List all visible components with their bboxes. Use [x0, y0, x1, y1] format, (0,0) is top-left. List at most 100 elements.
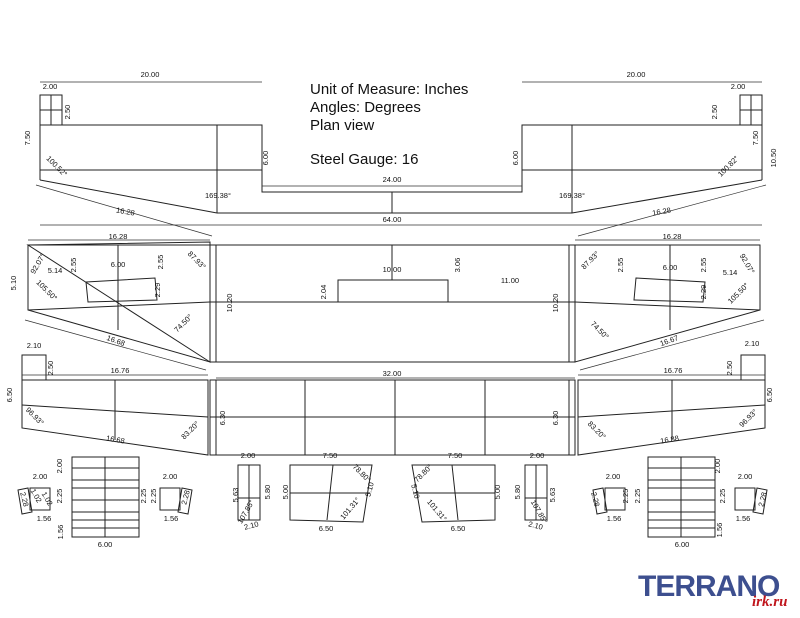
- dimension-label: 10.20: [551, 294, 560, 313]
- dimension-label: 20.00: [627, 70, 646, 79]
- dimension-label: 1.56: [607, 514, 622, 523]
- dimension-label: 83.20°: [179, 419, 201, 441]
- dimension-label: 6.00: [261, 151, 270, 166]
- dimension-label: 92.07°: [28, 252, 47, 275]
- dimension-label: 96.93°: [737, 407, 759, 429]
- dimension-label: 2.28: [756, 491, 768, 507]
- dimension-label: 2.25: [55, 489, 64, 504]
- dimension-label: 2.28: [18, 491, 30, 507]
- dimension-label: 78.80°: [412, 462, 434, 484]
- dimension-label: 16.28: [115, 205, 135, 217]
- dimension-label: 2.10: [243, 519, 259, 531]
- dimension-label: 2.28: [179, 489, 191, 505]
- dimension-label: 1.56: [56, 525, 65, 540]
- dimension-label: 2.55: [616, 258, 625, 273]
- dimension-label: 2.25: [621, 489, 630, 504]
- lower-panel: [21, 354, 766, 456]
- dimension-label: 2.00: [731, 82, 746, 91]
- dimension-label: 10.20: [225, 294, 234, 313]
- dimension-label: 2.50: [46, 361, 55, 376]
- dimension-label: 2.00: [606, 472, 621, 481]
- dimension-label: 2.00: [33, 472, 48, 481]
- dimension-label: 7.50: [23, 131, 32, 146]
- dimension-label: 2.00: [163, 472, 178, 481]
- logo-brand: TERRANO: [638, 570, 780, 603]
- dimension-label: 6.00: [98, 540, 113, 549]
- dimension-label: 96.93°: [24, 405, 46, 427]
- dimension-label: 87.93°: [579, 249, 601, 271]
- dimension-label: 101.31°: [338, 496, 362, 522]
- dimension-label: 16.28: [663, 232, 682, 241]
- dimension-label: 2.00: [530, 451, 545, 460]
- dimension-label: 2.25: [633, 489, 642, 504]
- dimension-label: 105.50°: [726, 281, 751, 306]
- dimension-label: 64.00: [383, 215, 402, 224]
- dimension-label: 6.50: [5, 388, 14, 403]
- dimension-label: 6.00: [511, 151, 520, 166]
- dimension-label: 2.10: [527, 519, 543, 531]
- dimension-label: 24.00: [383, 175, 402, 184]
- dimension-labels: 20.00 2.00 2.50 7.50 6.00 100.52° 169.38° 16.28…: [5, 70, 778, 549]
- dimension-label: 6.00: [675, 540, 690, 549]
- dimension-label: 6.30: [551, 411, 560, 426]
- dimension-label: 169.38°: [205, 191, 231, 200]
- dimension-label: 20.00: [141, 70, 160, 79]
- dimension-label: 16.76: [111, 366, 130, 375]
- dimension-label: 16.68: [105, 333, 126, 348]
- dimension-label: 2.00: [713, 459, 722, 474]
- dimension-label: 5.14: [48, 266, 63, 275]
- dimension-label: 5.80: [513, 485, 522, 500]
- dimension-label: 2.25: [139, 489, 148, 504]
- dimension-label: 16.68: [105, 433, 125, 445]
- dimension-label: 2.04: [319, 285, 328, 300]
- dimension-label: 87.93°: [186, 249, 208, 271]
- dimension-label: 5.10: [9, 276, 18, 291]
- dimension-label: 5.00: [493, 485, 502, 500]
- dimension-label: 74.50°: [589, 319, 611, 341]
- dimension-label: 2.55: [69, 258, 78, 273]
- dimension-label: 6.00: [111, 260, 126, 269]
- dimension-label: 2.50: [63, 105, 72, 120]
- top-panel: [35, 81, 767, 237]
- dimension-label: 2.00: [738, 472, 753, 481]
- dimension-label: 1.56: [164, 514, 179, 523]
- dimension-label: 10.00: [383, 265, 402, 274]
- dimension-label: 5.80: [263, 485, 272, 500]
- dimension-label: 16.28: [109, 232, 128, 241]
- dimension-label: 7.50: [323, 451, 338, 460]
- dimension-label: 2.10: [745, 339, 760, 348]
- logo: TERRANO irk.ru: [638, 570, 787, 610]
- dimension-label: 2.50: [725, 361, 734, 376]
- dimension-label: 6.50: [451, 524, 466, 533]
- dimension-label: 2.00: [241, 451, 256, 460]
- dimension-label: 6.50: [319, 524, 334, 533]
- logo-site: irk.ru: [752, 594, 787, 610]
- dimension-label: 2.25: [718, 489, 727, 504]
- dimension-label: 16.76: [664, 366, 683, 375]
- dimension-label: 2.29: [153, 283, 162, 298]
- dimension-label: 32.00: [383, 369, 402, 378]
- info-block: Unit of Measure: Inches Angles: Degrees …: [310, 81, 468, 168]
- steel-gauge-text: Steel Gauge: 16: [310, 151, 418, 168]
- dimension-label: 100.82°: [716, 154, 741, 179]
- dimension-label: 5.63: [231, 488, 240, 503]
- unit-of-measure-text: Unit of Measure: Inches: [310, 81, 468, 98]
- dimension-label: 2.10: [27, 341, 42, 350]
- dimension-label: 100.52°: [44, 154, 69, 179]
- dimension-label: 7.50: [448, 451, 463, 460]
- dimension-label: 2.28: [589, 491, 601, 507]
- dimension-label: 105.50°: [34, 278, 59, 303]
- dimension-label: 2.55: [699, 258, 708, 273]
- dimension-label: 83.20°: [586, 419, 608, 441]
- dimension-label: 74.50°: [172, 312, 194, 334]
- dimension-label: 6.30: [218, 411, 227, 426]
- angles-text: Angles: Degrees: [310, 99, 421, 116]
- dimension-label: 78.80°: [351, 462, 373, 484]
- dimension-label: 2.00: [43, 82, 58, 91]
- dimension-label: 16.88: [660, 433, 680, 445]
- dimension-label: 92.07°: [738, 252, 757, 275]
- dimension-label: 5.63: [548, 488, 557, 503]
- dimension-label: 2.00: [55, 459, 64, 474]
